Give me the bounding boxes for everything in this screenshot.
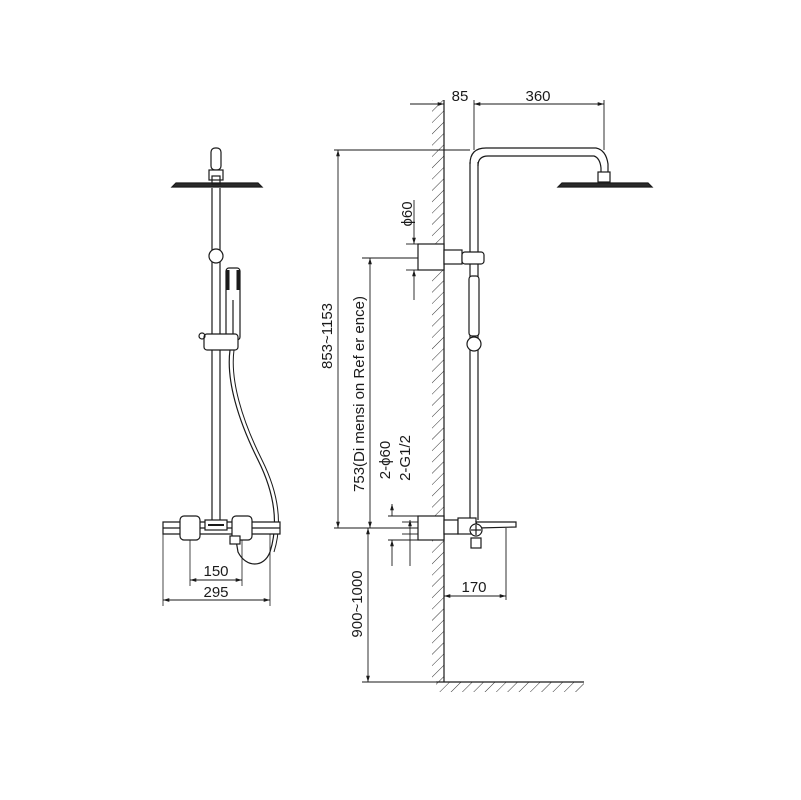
dim-top-horizontal: 85 360 <box>410 88 605 150</box>
dim-overall-width-label: 295 <box>203 584 228 601</box>
dim-head-diameter-label: ϕ60 <box>399 201 416 226</box>
dim-reference-height: 753(Di mensi on Ref er ence) <box>351 257 418 528</box>
front-mixer-body <box>162 515 281 541</box>
dim-height-range: 853~1153 <box>319 149 470 529</box>
front-hose-outlet <box>229 535 241 545</box>
wall <box>432 100 445 682</box>
dim-height-range-label: 853~1153 <box>319 303 336 369</box>
dim-inlet-spacing-label: 150 <box>203 563 228 580</box>
side-mixer-body <box>417 515 517 549</box>
dim-inlet: 2-ϕ60 2-G1/2 <box>377 435 418 566</box>
side-overhead-arm <box>469 147 609 174</box>
side-wall-bracket <box>417 243 485 271</box>
side-shower-head <box>556 171 654 188</box>
dim-mount-height-label: 900~1000 <box>349 570 366 637</box>
side-view <box>417 147 654 549</box>
dim-reference-height-label: 753(Di mensi on Ref er ence) <box>351 296 368 492</box>
dim-wall-offset-label: 85 <box>452 88 469 105</box>
dim-overall-width: 295 <box>163 584 270 602</box>
front-riser-pipe <box>211 188 221 520</box>
floor <box>436 681 584 692</box>
front-slide-bracket <box>198 332 239 351</box>
front-handheld-shower <box>225 267 241 341</box>
dim-arm-length-label: 360 <box>525 88 550 105</box>
dim-inlet-diameter-label: 2-ϕ60 <box>377 441 394 479</box>
front-head-connector <box>208 147 224 181</box>
front-diverter-knob <box>208 248 224 264</box>
dim-mount-height: 900~1000 <box>349 528 436 683</box>
dim-inlet-thread-label: 2-G1/2 <box>397 435 414 481</box>
dim-spout-projection: 170 <box>444 528 507 600</box>
front-view <box>162 147 281 606</box>
front-shower-head <box>170 175 264 188</box>
front-hose <box>228 349 276 565</box>
dim-spout-projection-label: 170 <box>461 579 486 596</box>
side-handheld-shower <box>466 275 482 352</box>
dim-inlet-spacing: 150 <box>190 563 242 582</box>
dim-head-diameter: ϕ60 <box>399 200 418 300</box>
